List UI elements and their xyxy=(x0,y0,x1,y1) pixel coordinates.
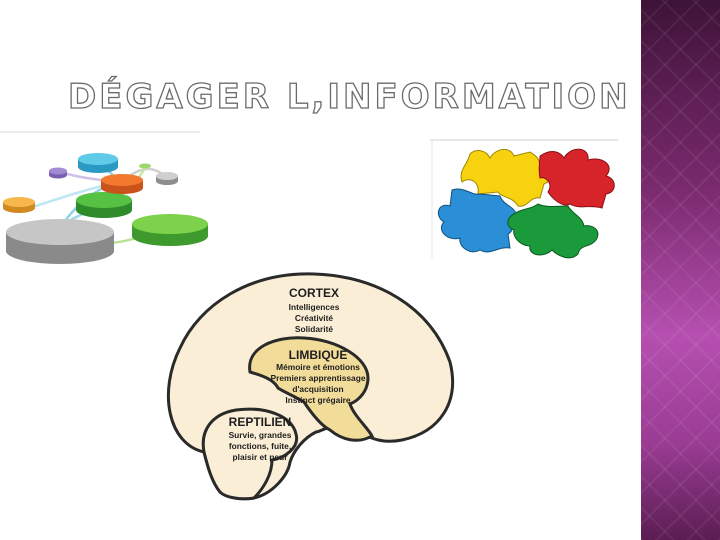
slide-title: DÉGAGER L,INFORMATION xyxy=(68,72,588,122)
limbique-item: Premiers apprentissage xyxy=(266,373,370,384)
limbique-item: Instinct grégaire xyxy=(266,395,370,406)
cortex-label: CORTEX xyxy=(266,286,362,300)
reptilien-item: Survie, grandes xyxy=(212,430,308,441)
limbique-item: d'acquisition xyxy=(266,384,370,395)
puzzle-pieces-icon xyxy=(430,138,622,264)
cortex-item: Créativité xyxy=(258,313,370,324)
limbique-label: LIMBIQUE xyxy=(268,348,368,362)
limbique-item: Mémoire et émotions xyxy=(266,362,370,373)
cortex-item: Solidarité xyxy=(258,324,370,335)
triune-brain-diagram: CORTEX Intelligences Créativité Solidari… xyxy=(154,262,464,502)
limbique-items: Mémoire et émotions Premiers apprentissa… xyxy=(266,362,370,406)
reptilien-item: fonctions, fuite, xyxy=(212,441,308,452)
cortex-items: Intelligences Créativité Solidarité xyxy=(258,302,370,335)
reptilien-item: plaisir et peur xyxy=(212,452,308,463)
reptilien-items: Survie, grandes fonctions, fuite, plaisi… xyxy=(212,430,308,463)
decorative-side-band xyxy=(641,0,720,540)
cortex-item: Intelligences xyxy=(258,302,370,313)
network-nodes-icon xyxy=(0,128,212,278)
reptilien-label: REPTILIEN xyxy=(214,415,306,429)
